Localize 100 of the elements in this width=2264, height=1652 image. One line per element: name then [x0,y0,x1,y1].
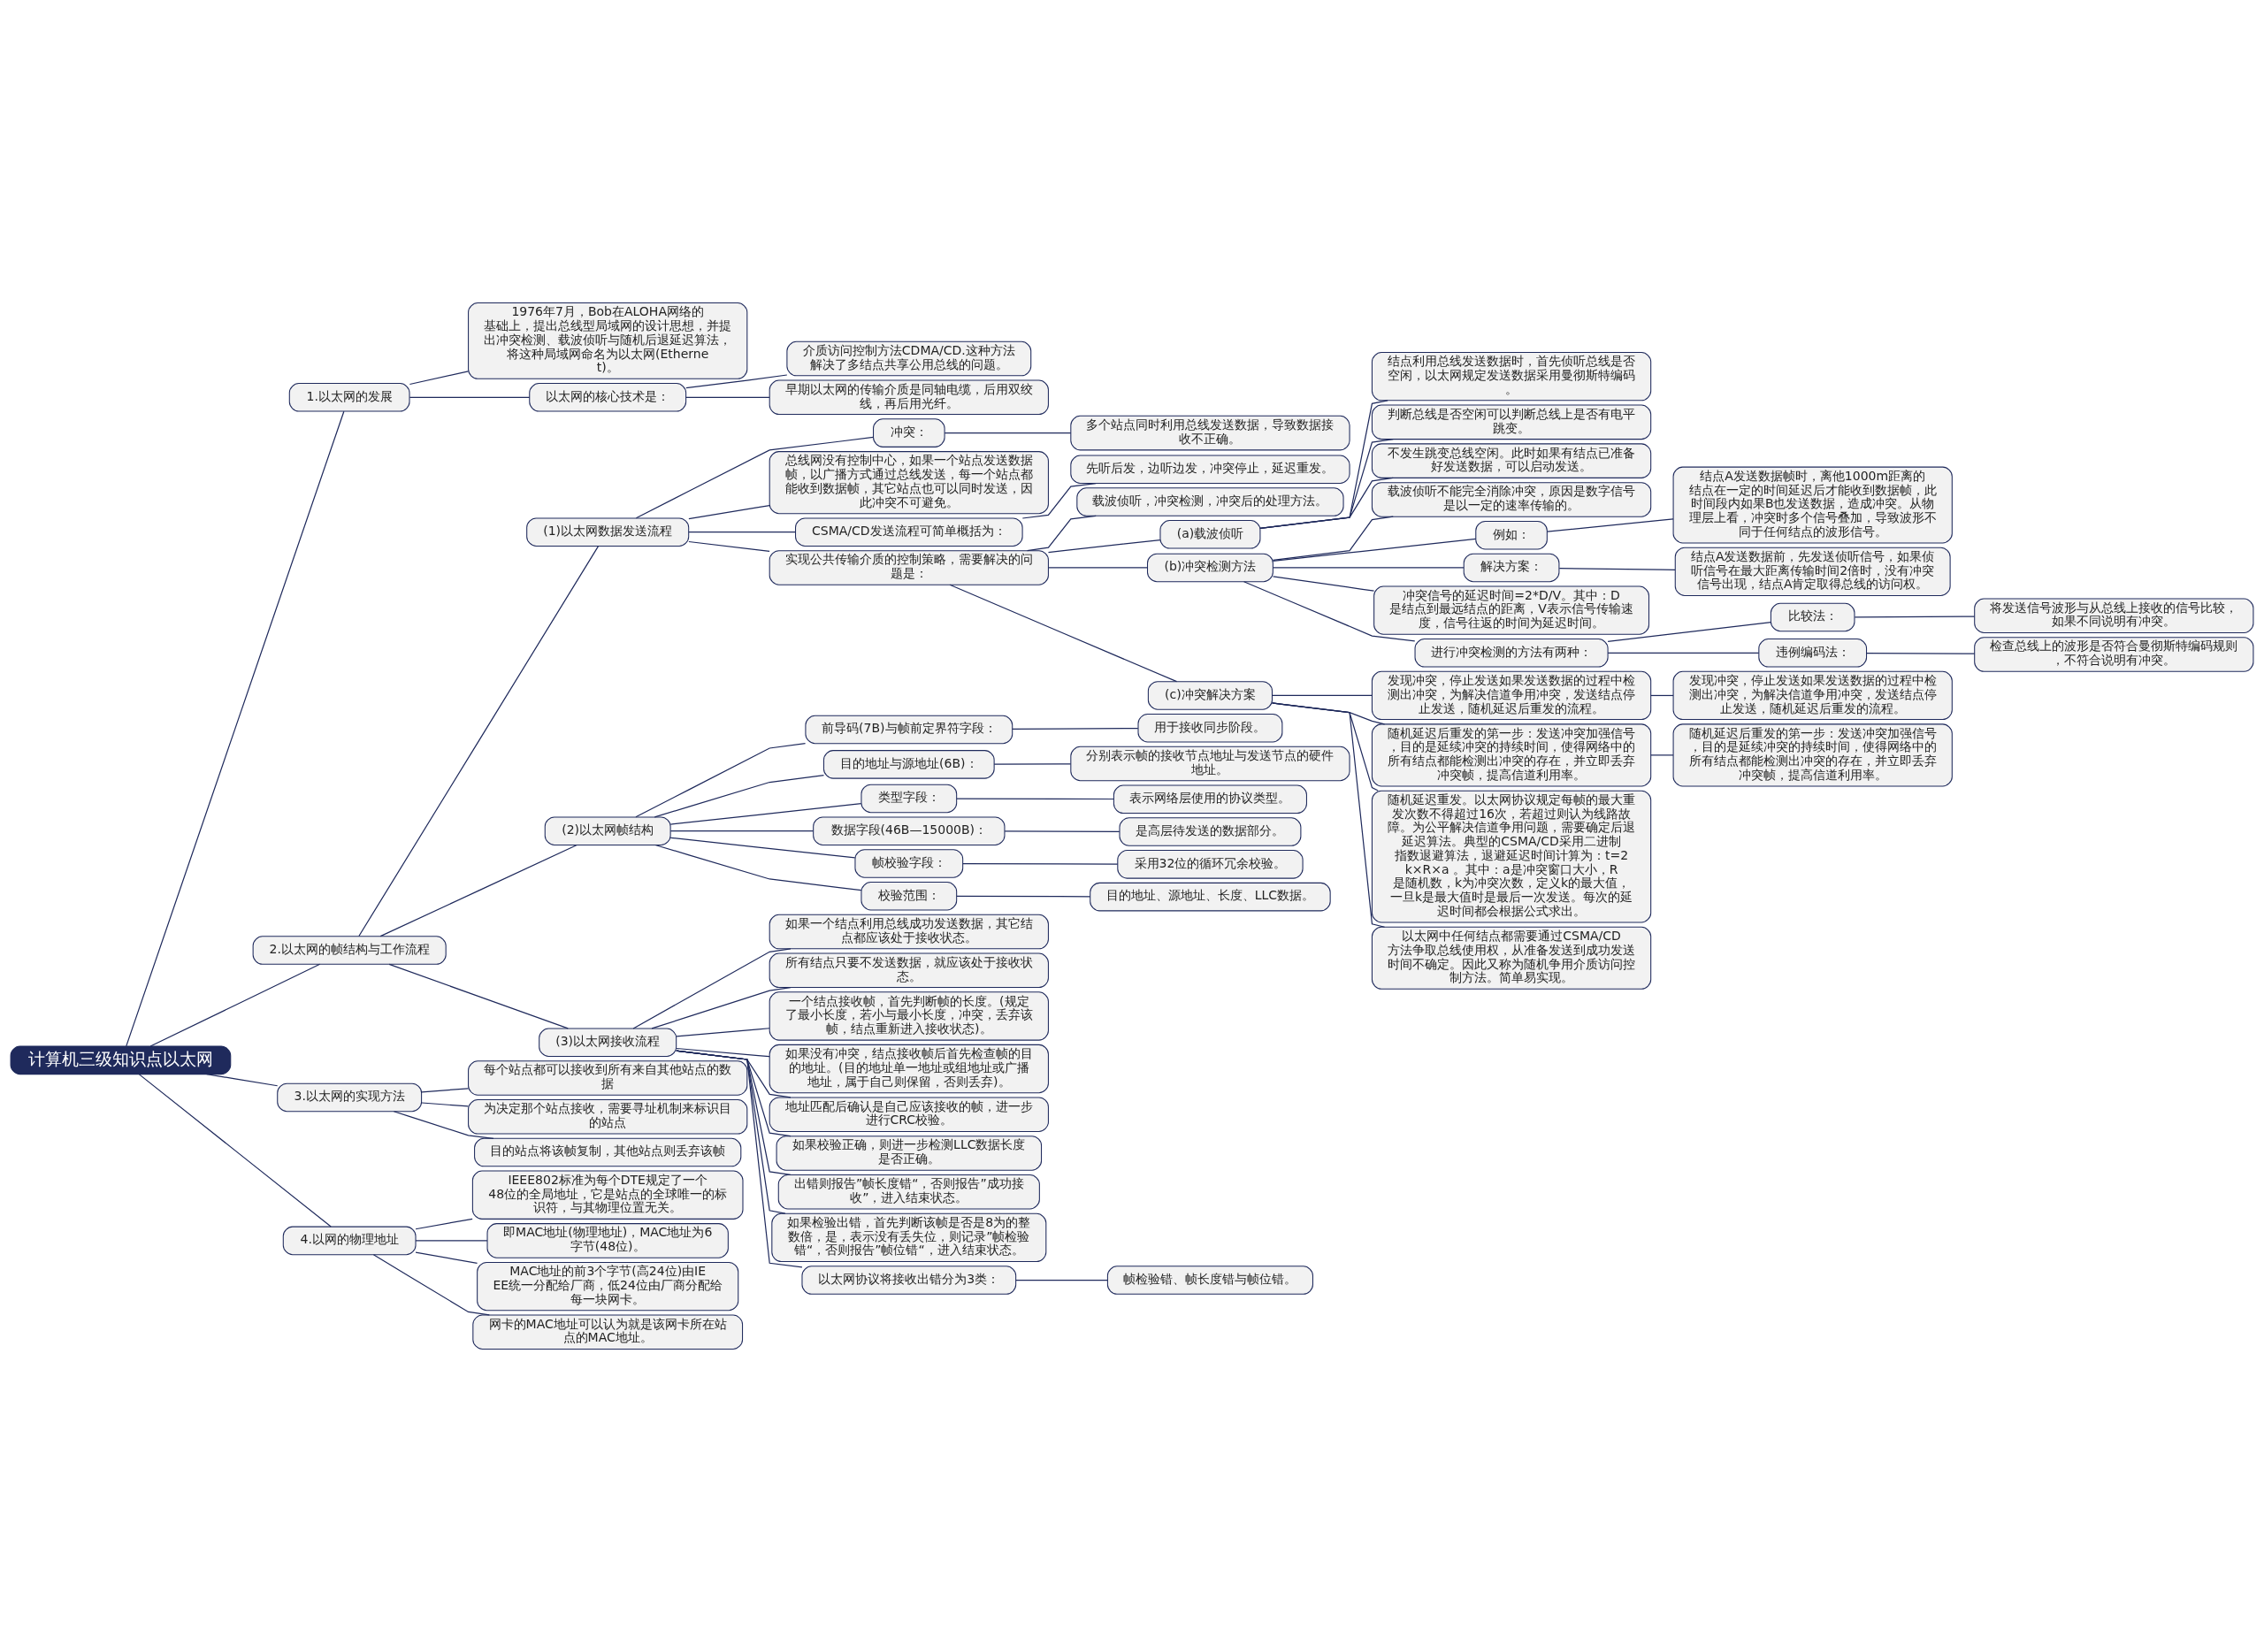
connector [358,546,600,937]
connector [1607,621,1772,643]
node-box: (c)冲突解决方案 [1147,681,1273,710]
connector [1650,754,1674,756]
node-box: 例如： [1475,520,1548,550]
connector [393,1111,494,1139]
node-box: 如果校验正确，则进一步检测LLC数据长度是否正确。 [776,1136,1043,1171]
node-box: 采用32位的循环冗余校验。 [1117,850,1304,879]
connector [1607,652,1760,654]
connector [1012,728,1139,730]
node-box: 随机延迟后重发的第一步：发送冲突加强信号，目的是延续冲突的持续时间，使得网络中的所有结点都能检测出冲突的存在，并立即丢弃冲突帧，提高信道利用率。 [1371,723,1652,787]
connector [372,1254,490,1316]
node-box: 介质访问控制方法CDMA/CD.这种方法解决了多结点共享公用总线的问题。 [786,340,1032,377]
connector [1546,518,1674,532]
connector [1272,538,1477,562]
connector [669,830,815,832]
node-box: 实现公共传输介质的控制策略，需要解决的问题是： [769,550,1049,585]
node-box: 计算机三级知识点以太网 [10,1045,232,1075]
node-box: 数据字段(46B—15000B)： [813,816,1006,845]
connector [138,1074,332,1228]
connector [676,1047,770,1058]
node-box: 分别表示帧的接收节点地址与发送节点的硬件地址。 [1070,746,1350,782]
connector [1558,568,1676,570]
node-box: 是高层待发送的数据部分。 [1119,817,1302,846]
node-box: 如果一个结点利用总线成功发送数据，其它结点都应该处于接收状态。 [769,914,1049,950]
connector [1854,616,1976,618]
connector [956,895,1091,898]
connector [421,1088,470,1093]
node-box: 网卡的MAC地址可以认为就是该网卡所在站点的MAC地址。 [472,1314,744,1350]
connector [654,844,862,891]
node-box: 所有结点只要不发送数据，就应该处于接收状态。 [769,952,1049,989]
connector [1259,439,1394,530]
node-box: 帧检验错、帧长度错与帧位错。 [1106,1266,1313,1295]
node-box: 结点利用总线发送数据时，首先侦听总线是否空闲，以太网规定发送数据采用曼彻斯特编码。 [1371,352,1652,402]
node-box: 如果检验出错，首先判断该帧是否是8为的整数倍，是，表示没有丢失位，则记录”帧检验错“，否则报告”帧位错“，进入结束状态。 [771,1212,1047,1263]
connector [1866,653,1976,654]
connector [635,742,807,818]
connector [635,436,874,519]
connector [1243,581,1416,642]
node-box: 地址匹配后确认是自己应该接收的帧，进一步进行CRC校验。 [769,1097,1049,1132]
connector [1259,477,1394,530]
node-box: 判断总线是否空闲可以判断总线上是否有电平跳变。 [1371,404,1652,440]
node-box: 每个站点都可以接收到所有来自其他站点的数据 [468,1060,748,1096]
connector [206,1074,279,1087]
node-box: 结点A发送数据帧时，离他1000m距离的结点在一定的时间延迟后才能收到数据帧，此时间段内如果B也发送数据，造成冲突。从物理层上看，冲突时多个信号叠加，导致波形不同于任何结点的波形信号。 [1672,466,1953,544]
node-box: 如果没有冲突，结点接收帧后首先检查帧的目的地址。(目的地址单一地址或组地址或广播地址，属于自己则保留，否则丢弃)。 [769,1044,1049,1094]
node-box: 以太网协议将接收出错分为3类： [801,1266,1017,1295]
node-box: 用于接收同步阶段。 [1137,713,1283,743]
node-box: 目的地址与源地址(6B)： [822,750,995,779]
node-box: 结点A发送数据前，先发送侦听信号，如果侦听信号在最大距离传输时间2倍时，没有冲突信号出现，结点A肯定取得总线的访问权。 [1674,547,1951,597]
node-box: 类型字段： [860,784,958,814]
node-box: 检查总线上的波形是否符合曼彻斯特编码规则，不符合说明有冲突。 [1974,637,2254,672]
connector [688,532,796,533]
connector [669,837,856,859]
node-box: 表示网络层使用的协议类型。 [1113,784,1307,815]
connector [688,504,770,520]
connector [685,374,788,389]
node-box: 违例编码法： [1758,639,1868,668]
connector [1272,567,1465,569]
connector [688,540,770,552]
node-box: 1.以太网的发展 [288,383,410,412]
connector [1047,539,1161,554]
node-box: (2)以太网帧结构 [544,816,671,845]
node-box: 载波侦听，冲突检测，冲突后的处理方法。 [1076,487,1344,516]
connector [1047,567,1148,569]
node-box: 多个站点同时利用总线发送数据，导致数据接收不正确。 [1070,415,1350,451]
connector [962,863,1119,865]
node-box: 早期以太网的传输介质是同轴电缆，后用双绞线，再后用光纤。 [769,379,1049,416]
node-box: 一个结点接收帧，首先判断帧的长度。(规定了最小长度，若小与最小长度，冲突，丢弃该帧，结点重新进入接收状态)。 [769,991,1049,1041]
connector [676,1028,770,1037]
node-box: 以太网中任何结点都需要通过CSMA/CD方法争取总线使用权，从准备发送到成功发送时间不确定。因此又称为随机争用介质访问控制方法。简单易实现。 [1371,926,1652,990]
connector [651,987,792,1029]
connector [669,803,862,825]
connector [1015,1279,1108,1281]
node-box: 帧校验字段： [854,849,964,878]
connector [1650,694,1674,697]
node-box: (a)载波侦听 [1159,520,1261,549]
connector [632,948,792,1029]
connector [409,371,470,386]
connector [944,432,1072,434]
connector [1272,694,1373,697]
node-box: 冲突： [873,418,945,447]
node-box: 1976年7月，Bob在ALOHA网络的基础上，提出总线型局域网的设计思想，并提出冲突检测、载波侦听与随机后退延迟算法，将这种局域网命名为以太网(Ethernet)。 [468,302,748,379]
node-box: 发现冲突，停止发送如果发送数据的过程中检测出冲突，为解决信道争用冲突，发送结点停止发送，随机延迟后重发的流程。 [1672,670,1953,721]
connector [1021,482,1097,519]
connector [415,1218,473,1230]
connector [379,844,577,937]
connector [949,584,1178,683]
connector [676,1050,803,1268]
node-box: 出错则报告”帧长度错“，否则报告”成功接收”，进入结束状态。 [777,1174,1040,1210]
node-box: 随机延迟后重发的第一步：发送冲突加强信号，目的是延续冲突的持续时间，使得网络中的所有结点都能检测出冲突的存在，并立即丢弃冲突帧，提高信道利用率。 [1672,723,1953,787]
connector [409,396,531,398]
node-box: 将发送信号波形与从总线上接收的信号比较，如果不同说明有冲突。 [1974,598,2254,634]
connector [685,396,770,398]
node-box: 目的站点将该帧复制，其他站点则丢弃该帧 [474,1137,742,1167]
connector [415,1251,478,1265]
connector [421,1102,470,1107]
node-box: 载波侦听不能完全消除冲突，原因是数字信号是以一定的速率传输的。 [1371,482,1652,517]
connector [126,410,345,1047]
node-box: 总线网没有控制中心，如果一个站点发送数据帧，以广播方式通过总线发送，每一个站点都能收到数据帧，其它站点也可以同时发送，因此冲突不可避免。 [769,451,1049,515]
